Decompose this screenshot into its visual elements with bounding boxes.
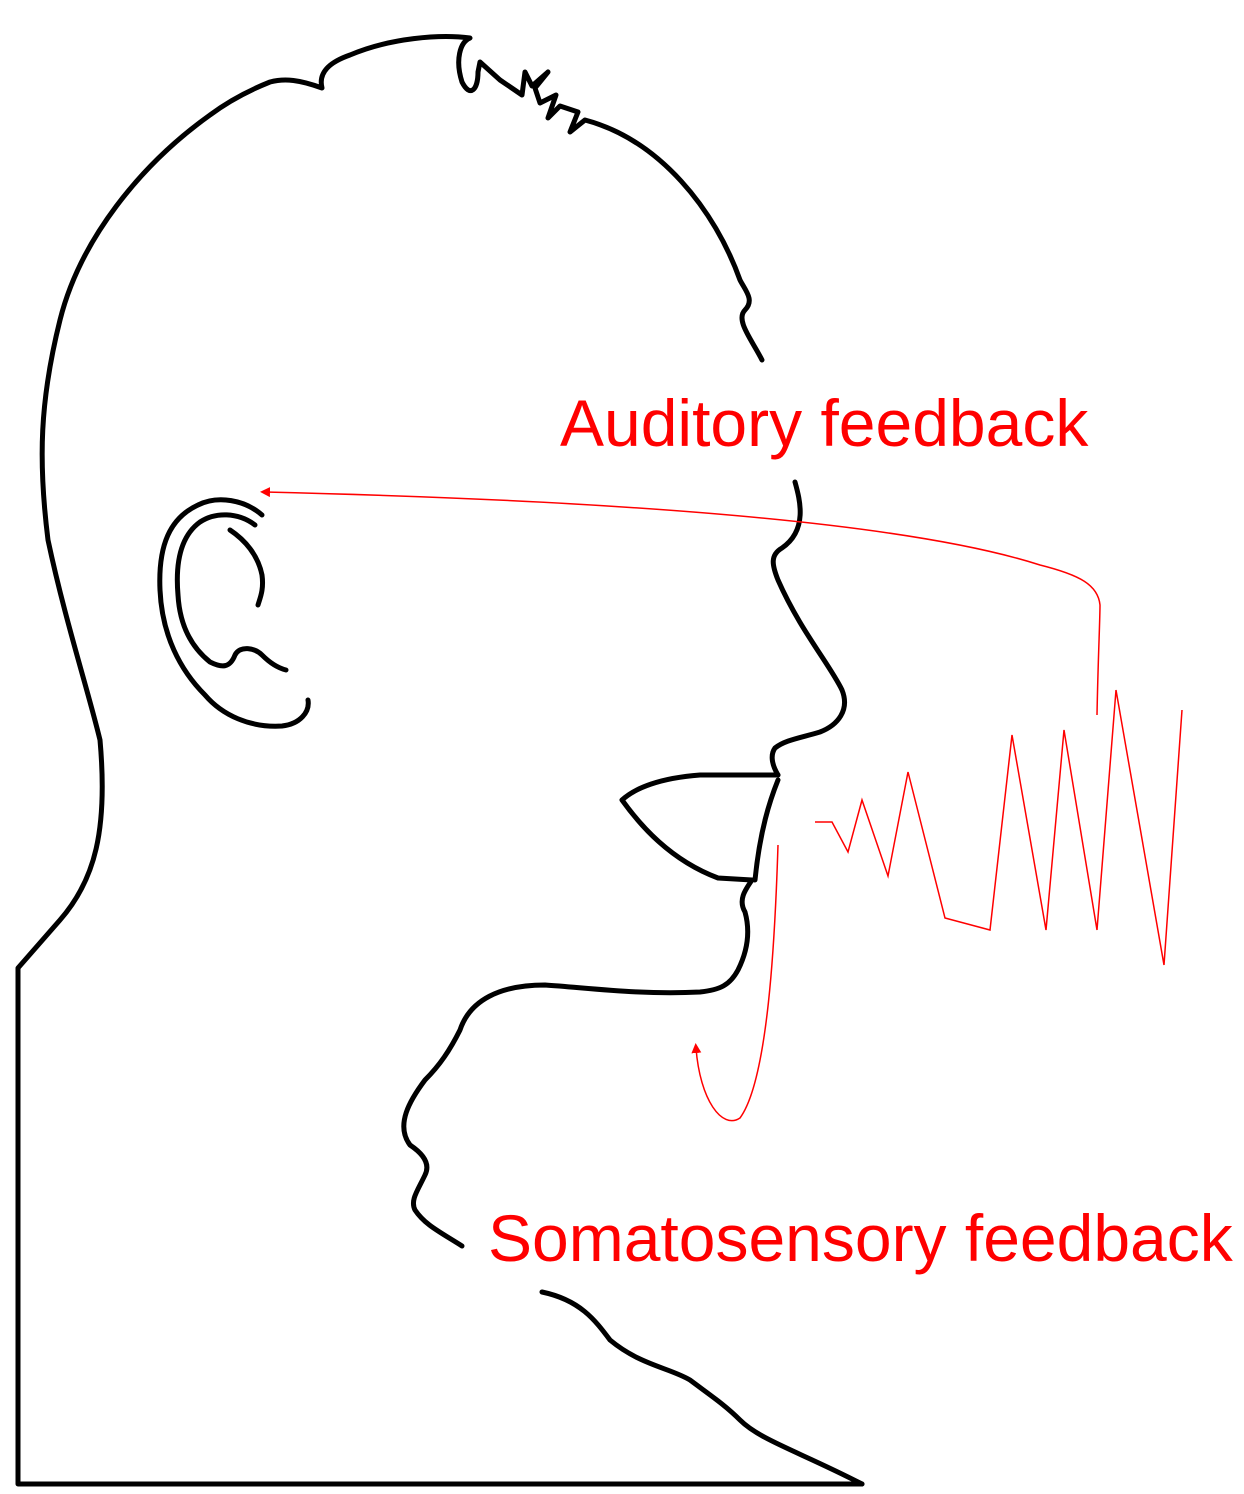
head-profile-icon: [15, 34, 865, 1487]
sound-wave-icon: [815, 689, 1183, 966]
ear-icon: [157, 497, 311, 729]
somatosensory-feedback-label: Somatosensory feedback: [488, 1201, 1233, 1275]
auditory-feedback-label: Auditory feedback: [560, 386, 1089, 460]
auditory-feedback-arrow: [260, 487, 1101, 716]
somatosensory-feedback-arrow: [691, 844, 779, 1122]
